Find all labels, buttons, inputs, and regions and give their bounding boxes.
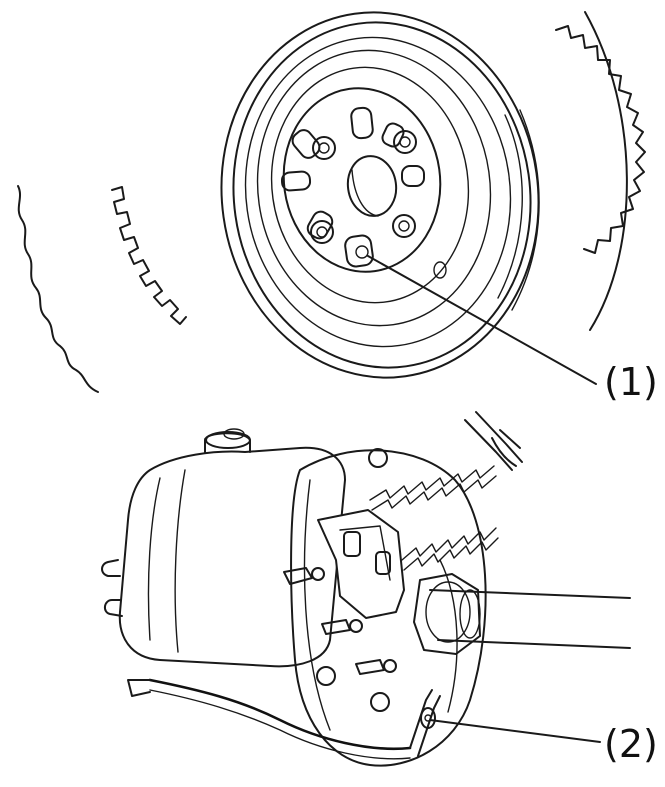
axle-housing [101, 428, 346, 668]
hub-vent-slots [280, 106, 425, 240]
brake-shoe-lever [283, 509, 405, 675]
return-springs [369, 465, 499, 571]
brake-drum [220, 11, 540, 379]
tire-arc-left [17, 185, 187, 393]
leader-line-2 [429, 719, 601, 743]
brake-cables [464, 411, 523, 471]
bleeder-screw [420, 707, 436, 729]
adjuster-access-hole [344, 234, 374, 268]
callout-label-1: (1) [604, 360, 658, 404]
wheel-hub [282, 87, 442, 273]
callout-label-2: (2) [604, 722, 658, 766]
brake-pipe [127, 678, 441, 760]
leader-line-1 [367, 255, 597, 385]
tire-arc-right [555, 11, 646, 331]
wheel-studs [310, 130, 417, 244]
axle-shaft [413, 573, 631, 655]
